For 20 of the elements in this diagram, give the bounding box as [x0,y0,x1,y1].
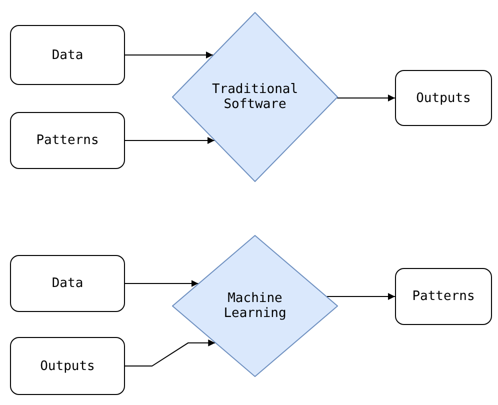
arrow [326,293,396,300]
process-box [395,70,492,126]
node-label: Outputs [40,358,95,374]
arrow [124,280,199,287]
node-label: Patterns [412,289,475,304]
process-box [10,337,125,395]
arrow [336,94,396,102]
arrow [124,52,214,58]
process-box [10,25,125,85]
node-label: Data [52,276,84,291]
process-box [10,255,125,312]
process-box [395,268,492,325]
node-label: Patterns [36,133,99,148]
arrow [124,339,216,366]
arrow [124,137,215,144]
process-box [10,112,125,169]
node-label: Traditional Software [210,82,300,112]
node-label: Machine Learning [222,291,288,321]
node-label: Data [52,48,84,62]
node-label: Outputs [416,90,471,106]
